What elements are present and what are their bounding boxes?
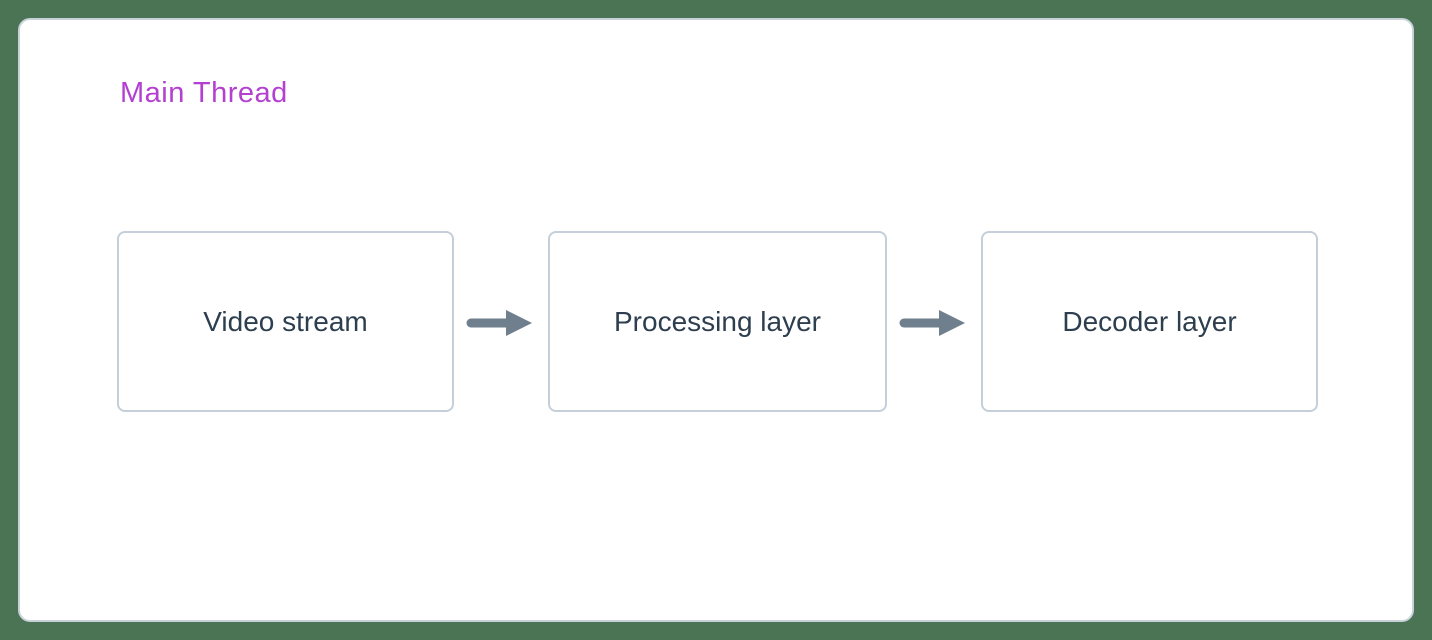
- arrow-right-icon: [899, 310, 965, 336]
- node-decoder-layer: Decoder layer: [981, 231, 1318, 412]
- diagram-title: Main Thread: [120, 77, 288, 109]
- node-video-stream: Video stream: [117, 231, 454, 412]
- node-label: Decoder layer: [1062, 305, 1237, 337]
- node-label: Processing layer: [614, 305, 821, 337]
- main-thread-panel: Main Thread Video stream Processing laye…: [18, 18, 1414, 622]
- node-processing-layer: Processing layer: [548, 231, 887, 412]
- node-label: Video stream: [203, 305, 368, 337]
- arrow-right-icon: [466, 310, 532, 336]
